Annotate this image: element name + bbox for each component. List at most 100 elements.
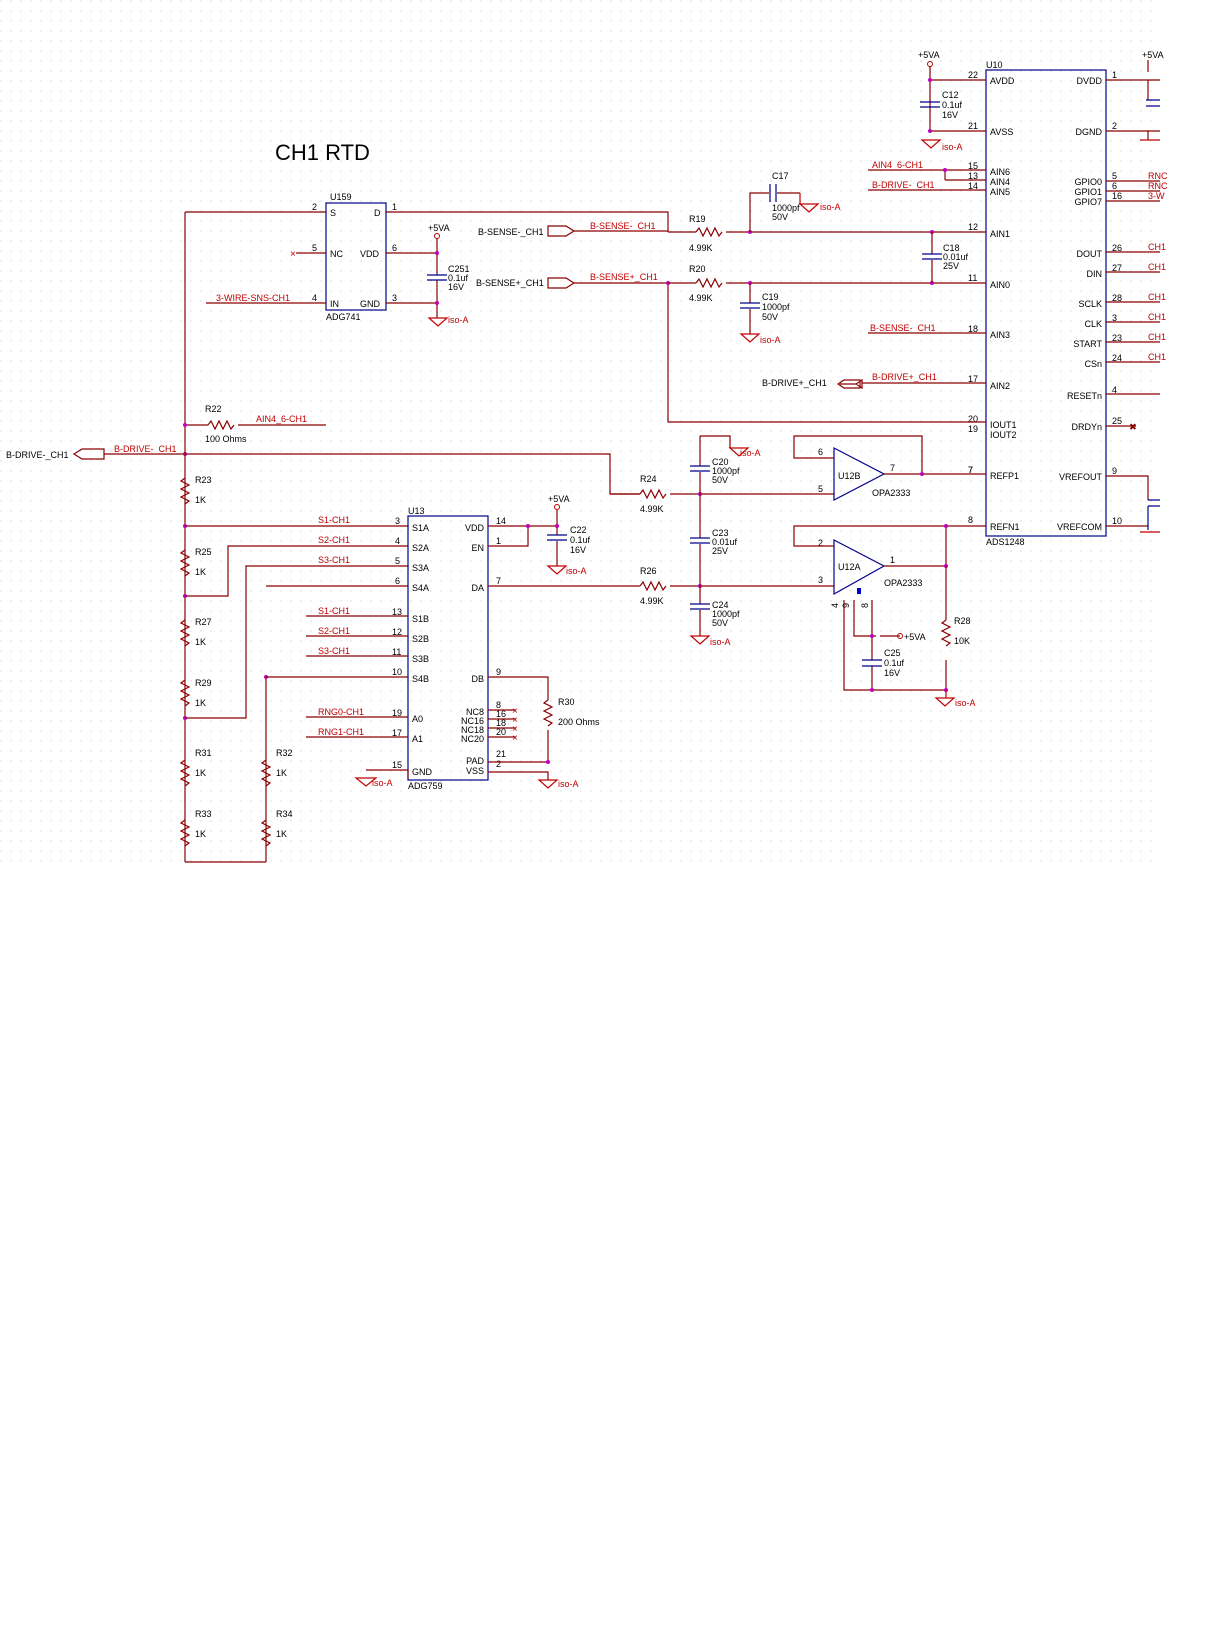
svg-text:GPIO7: GPIO7 — [1074, 197, 1102, 207]
svg-text:R28: R28 — [954, 616, 971, 626]
svg-text:S3A: S3A — [412, 563, 429, 573]
svg-text:18: 18 — [496, 718, 506, 728]
svg-text:26: 26 — [1112, 243, 1122, 253]
svg-text:×: × — [1130, 422, 1136, 433]
svg-text:CH1: CH1 — [1148, 312, 1166, 322]
svg-text:U13: U13 — [408, 506, 425, 516]
svg-text:5: 5 — [818, 484, 823, 494]
svg-text:+5VA: +5VA — [918, 50, 940, 60]
svg-text:R31: R31 — [195, 748, 212, 758]
svg-text:0.1uf: 0.1uf — [448, 273, 469, 283]
svg-text:7: 7 — [968, 465, 973, 475]
svg-text:4.99K: 4.99K — [689, 243, 713, 253]
svg-text:S2A: S2A — [412, 543, 429, 553]
svg-text:R33: R33 — [195, 809, 212, 819]
svg-text:AIN6: AIN6 — [990, 167, 1010, 177]
svg-text:R32: R32 — [276, 748, 293, 758]
svg-text:1000pf: 1000pf — [712, 466, 740, 476]
svg-text:S1A: S1A — [412, 523, 429, 533]
svg-text:C20: C20 — [712, 457, 729, 467]
svg-text:S3-CH1: S3-CH1 — [318, 646, 350, 656]
sense-inputs: B-SENSE-_CH1 B-SENSE-_CH1 B-SENSE+_CH1 B… — [476, 221, 986, 423]
svg-text:iso-A: iso-A — [942, 142, 963, 152]
svg-text:R23: R23 — [195, 475, 212, 485]
svg-text:10K: 10K — [954, 636, 970, 646]
svg-text:23: 23 — [1112, 333, 1122, 343]
svg-text:4.99K: 4.99K — [640, 504, 664, 514]
svg-text:VREFOUT: VREFOUT — [1059, 472, 1103, 482]
svg-text:18: 18 — [968, 324, 978, 334]
svg-text:19: 19 — [392, 708, 402, 718]
svg-text:17: 17 — [968, 374, 978, 384]
svg-text:iso-A: iso-A — [558, 779, 579, 789]
u10-adc: U10 ADS1248 AVDD 22 AVSS 21 AIN6 15 AIN4… — [968, 50, 1168, 547]
svg-text:1K: 1K — [276, 768, 287, 778]
svg-text:9: 9 — [496, 667, 501, 677]
svg-text:4: 4 — [830, 603, 840, 608]
svg-text:SCLK: SCLK — [1078, 299, 1102, 309]
svg-text:×: × — [512, 733, 518, 744]
svg-text:DGND: DGND — [1076, 127, 1103, 137]
svg-text:4: 4 — [312, 293, 317, 303]
svg-text:iso-A: iso-A — [372, 778, 393, 788]
svg-text:NC20: NC20 — [461, 734, 484, 744]
svg-text:50V: 50V — [712, 618, 728, 628]
svg-text:RNG0-CH1: RNG0-CH1 — [318, 707, 364, 717]
svg-text:+5VA: +5VA — [548, 494, 570, 504]
svg-text:3-WIRE-SNS-CH1: 3-WIRE-SNS-CH1 — [216, 293, 290, 303]
svg-text:1K: 1K — [195, 495, 206, 505]
svg-text:1K: 1K — [195, 637, 206, 647]
u12a-opamp: U12A OPA2333 2 3 1 +5VA C25 0.1uf 16V R2… — [793, 524, 986, 708]
svg-text:GPIO1: GPIO1 — [1074, 187, 1102, 197]
svg-text:24: 24 — [1112, 353, 1122, 363]
svg-text:20: 20 — [968, 414, 978, 424]
svg-text:3: 3 — [1112, 313, 1117, 323]
reference-filter: R24 4.99K iso-A C20 1000pf 50V C23 0.01u… — [610, 435, 834, 647]
svg-text:25V: 25V — [712, 546, 728, 556]
svg-text:VDD: VDD — [465, 523, 485, 533]
svg-text:R19: R19 — [689, 214, 706, 224]
svg-text:21: 21 — [496, 749, 506, 759]
svg-text:REFN1: REFN1 — [990, 522, 1020, 532]
svg-text:27: 27 — [1112, 263, 1122, 273]
svg-text:28: 28 — [1112, 293, 1122, 303]
svg-text:0.01uf: 0.01uf — [943, 252, 969, 262]
u159-switch: U159 ADG741 S 2 D 1 NC 5 VDD 6 IN 4 GND … — [185, 192, 669, 327]
svg-text:B-DRIVE+_CH1: B-DRIVE+_CH1 — [872, 372, 937, 382]
svg-text:0.1uf: 0.1uf — [570, 535, 591, 545]
svg-text:1K: 1K — [195, 698, 206, 708]
svg-text:B-SENSE+_CH1: B-SENSE+_CH1 — [590, 272, 658, 282]
bdrive-input: B-DRIVE-_CH1 B-DRIVE-_CH1 R22 100 Ohms A… — [6, 212, 640, 862]
svg-text:C19: C19 — [762, 292, 779, 302]
svg-text:50V: 50V — [712, 475, 728, 485]
svg-text:A0: A0 — [412, 714, 423, 724]
svg-text:S1B: S1B — [412, 614, 429, 624]
svg-text:B-DRIVE+_CH1: B-DRIVE+_CH1 — [762, 378, 827, 388]
svg-text:10: 10 — [1112, 516, 1122, 526]
svg-text:3: 3 — [818, 575, 823, 585]
svg-text:iso-A: iso-A — [710, 637, 731, 647]
svg-text:2: 2 — [312, 202, 317, 212]
svg-text:AVSS: AVSS — [990, 127, 1013, 137]
svg-text:CH1: CH1 — [1148, 262, 1166, 272]
svg-text:EN: EN — [471, 543, 484, 553]
svg-text:13: 13 — [968, 171, 978, 181]
svg-text:DB: DB — [471, 674, 484, 684]
svg-text:IOUT2: IOUT2 — [990, 430, 1017, 440]
svg-text:B-DRIVE-_CH1: B-DRIVE-_CH1 — [114, 444, 177, 454]
svg-text:0.1uf: 0.1uf — [942, 100, 963, 110]
svg-text:DVDD: DVDD — [1076, 76, 1102, 86]
svg-text:R30: R30 — [558, 697, 575, 707]
svg-text:10: 10 — [392, 667, 402, 677]
svg-text:16V: 16V — [942, 110, 958, 120]
svg-text:100 Ohms: 100 Ohms — [205, 434, 247, 444]
svg-text:GND: GND — [360, 299, 381, 309]
svg-text:B-SENSE-_CH1: B-SENSE-_CH1 — [478, 227, 544, 237]
svg-text:16V: 16V — [884, 668, 900, 678]
svg-text:R29: R29 — [195, 678, 212, 688]
svg-text:ADG759: ADG759 — [408, 781, 443, 791]
svg-text:AIN4: AIN4 — [990, 177, 1010, 187]
svg-text:C18: C18 — [943, 243, 960, 253]
svg-text:CH1: CH1 — [1148, 242, 1166, 252]
svg-text:+5VA: +5VA — [904, 632, 926, 642]
